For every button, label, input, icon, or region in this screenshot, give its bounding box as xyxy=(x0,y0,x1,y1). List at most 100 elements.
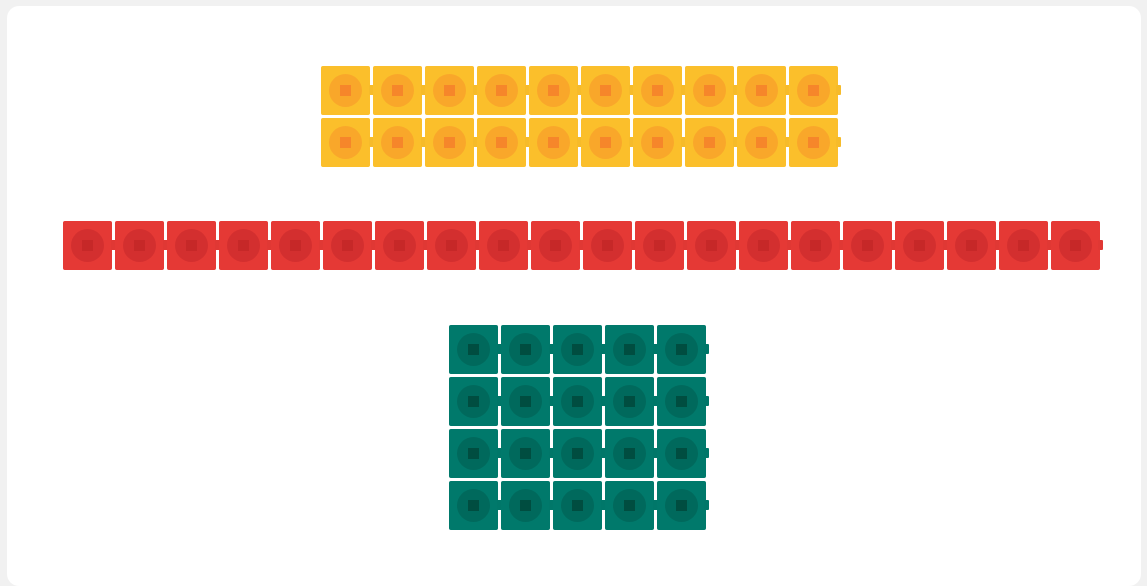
unit-cube[interactable] xyxy=(685,66,734,115)
unit-cube[interactable] xyxy=(789,66,838,115)
cube-square-mark xyxy=(1070,240,1081,251)
red-cube-group[interactable] xyxy=(63,221,1100,273)
cube-square-mark xyxy=(914,240,925,251)
unit-cube[interactable] xyxy=(323,221,372,270)
cube-row xyxy=(63,221,1100,270)
unit-cube[interactable] xyxy=(687,221,736,270)
teal-cube-group[interactable] xyxy=(449,325,706,533)
cube-square-mark xyxy=(966,240,977,251)
unit-cube[interactable] xyxy=(605,377,654,426)
unit-cube[interactable] xyxy=(553,481,602,530)
unit-cube[interactable] xyxy=(843,221,892,270)
unit-cube[interactable] xyxy=(167,221,216,270)
cube-square-mark xyxy=(394,240,405,251)
unit-cube[interactable] xyxy=(553,325,602,374)
unit-cube[interactable] xyxy=(657,325,706,374)
unit-cube[interactable] xyxy=(633,118,682,167)
cube-square-mark xyxy=(808,137,819,148)
cube-square-mark xyxy=(290,240,301,251)
cube-square-mark xyxy=(862,240,873,251)
cube-square-mark xyxy=(520,344,531,355)
unit-cube[interactable] xyxy=(425,66,474,115)
unit-cube[interactable] xyxy=(449,377,498,426)
unit-cube[interactable] xyxy=(373,66,422,115)
cube-square-mark xyxy=(520,500,531,511)
unit-cube[interactable] xyxy=(895,221,944,270)
cube-square-mark xyxy=(444,85,455,96)
cube-square-mark xyxy=(572,448,583,459)
unit-cube[interactable] xyxy=(581,118,630,167)
unit-cube[interactable] xyxy=(425,118,474,167)
unit-cube[interactable] xyxy=(271,221,320,270)
unit-cube[interactable] xyxy=(477,66,526,115)
unit-cube[interactable] xyxy=(529,66,578,115)
unit-cube[interactable] xyxy=(737,66,786,115)
unit-cube[interactable] xyxy=(375,221,424,270)
cube-square-mark xyxy=(550,240,561,251)
cube-square-mark xyxy=(704,85,715,96)
unit-cube[interactable] xyxy=(427,221,476,270)
unit-cube[interactable] xyxy=(789,118,838,167)
unit-cube[interactable] xyxy=(479,221,528,270)
unit-cube[interactable] xyxy=(1051,221,1100,270)
cube-square-mark xyxy=(676,448,687,459)
cube-row xyxy=(321,66,838,115)
unit-cube[interactable] xyxy=(449,325,498,374)
unit-cube[interactable] xyxy=(633,66,682,115)
unit-cube[interactable] xyxy=(605,481,654,530)
yellow-cube-group[interactable] xyxy=(321,66,838,170)
unit-cube[interactable] xyxy=(373,118,422,167)
cube-square-mark xyxy=(756,85,767,96)
unit-cube[interactable] xyxy=(553,377,602,426)
unit-cube[interactable] xyxy=(449,429,498,478)
cube-row xyxy=(449,377,706,426)
unit-cube[interactable] xyxy=(477,118,526,167)
unit-cube[interactable] xyxy=(63,221,112,270)
unit-cube[interactable] xyxy=(553,429,602,478)
cube-square-mark xyxy=(446,240,457,251)
cube-square-mark xyxy=(520,448,531,459)
unit-cube[interactable] xyxy=(947,221,996,270)
cube-square-mark xyxy=(342,240,353,251)
unit-cube[interactable] xyxy=(657,377,706,426)
unit-cube[interactable] xyxy=(531,221,580,270)
unit-cube[interactable] xyxy=(739,221,788,270)
cube-row xyxy=(321,118,838,167)
unit-cube[interactable] xyxy=(999,221,1048,270)
unit-cube[interactable] xyxy=(501,377,550,426)
unit-cube[interactable] xyxy=(219,221,268,270)
unit-cube[interactable] xyxy=(501,325,550,374)
unit-cube[interactable] xyxy=(657,481,706,530)
unit-cube[interactable] xyxy=(501,429,550,478)
cube-square-mark xyxy=(624,448,635,459)
cube-square-mark xyxy=(676,396,687,407)
unit-cube[interactable] xyxy=(583,221,632,270)
cube-square-mark xyxy=(498,240,509,251)
cube-square-mark xyxy=(134,240,145,251)
cube-row xyxy=(449,429,706,478)
unit-cube[interactable] xyxy=(321,66,370,115)
cube-square-mark xyxy=(600,137,611,148)
cube-square-mark xyxy=(756,137,767,148)
cube-square-mark xyxy=(572,396,583,407)
unit-cube[interactable] xyxy=(657,429,706,478)
cube-square-mark xyxy=(810,240,821,251)
cube-square-mark xyxy=(572,344,583,355)
unit-cube[interactable] xyxy=(605,325,654,374)
cube-square-mark xyxy=(444,137,455,148)
cube-square-mark xyxy=(496,85,507,96)
unit-cube[interactable] xyxy=(529,118,578,167)
unit-cube[interactable] xyxy=(321,118,370,167)
unit-cube[interactable] xyxy=(685,118,734,167)
unit-cube[interactable] xyxy=(115,221,164,270)
unit-cube[interactable] xyxy=(635,221,684,270)
unit-cube[interactable] xyxy=(605,429,654,478)
cube-square-mark xyxy=(340,137,351,148)
cube-square-mark xyxy=(468,500,479,511)
unit-cube[interactable] xyxy=(501,481,550,530)
unit-cube[interactable] xyxy=(449,481,498,530)
unit-cube[interactable] xyxy=(581,66,630,115)
unit-cube[interactable] xyxy=(791,221,840,270)
cube-square-mark xyxy=(186,240,197,251)
unit-cube[interactable] xyxy=(737,118,786,167)
